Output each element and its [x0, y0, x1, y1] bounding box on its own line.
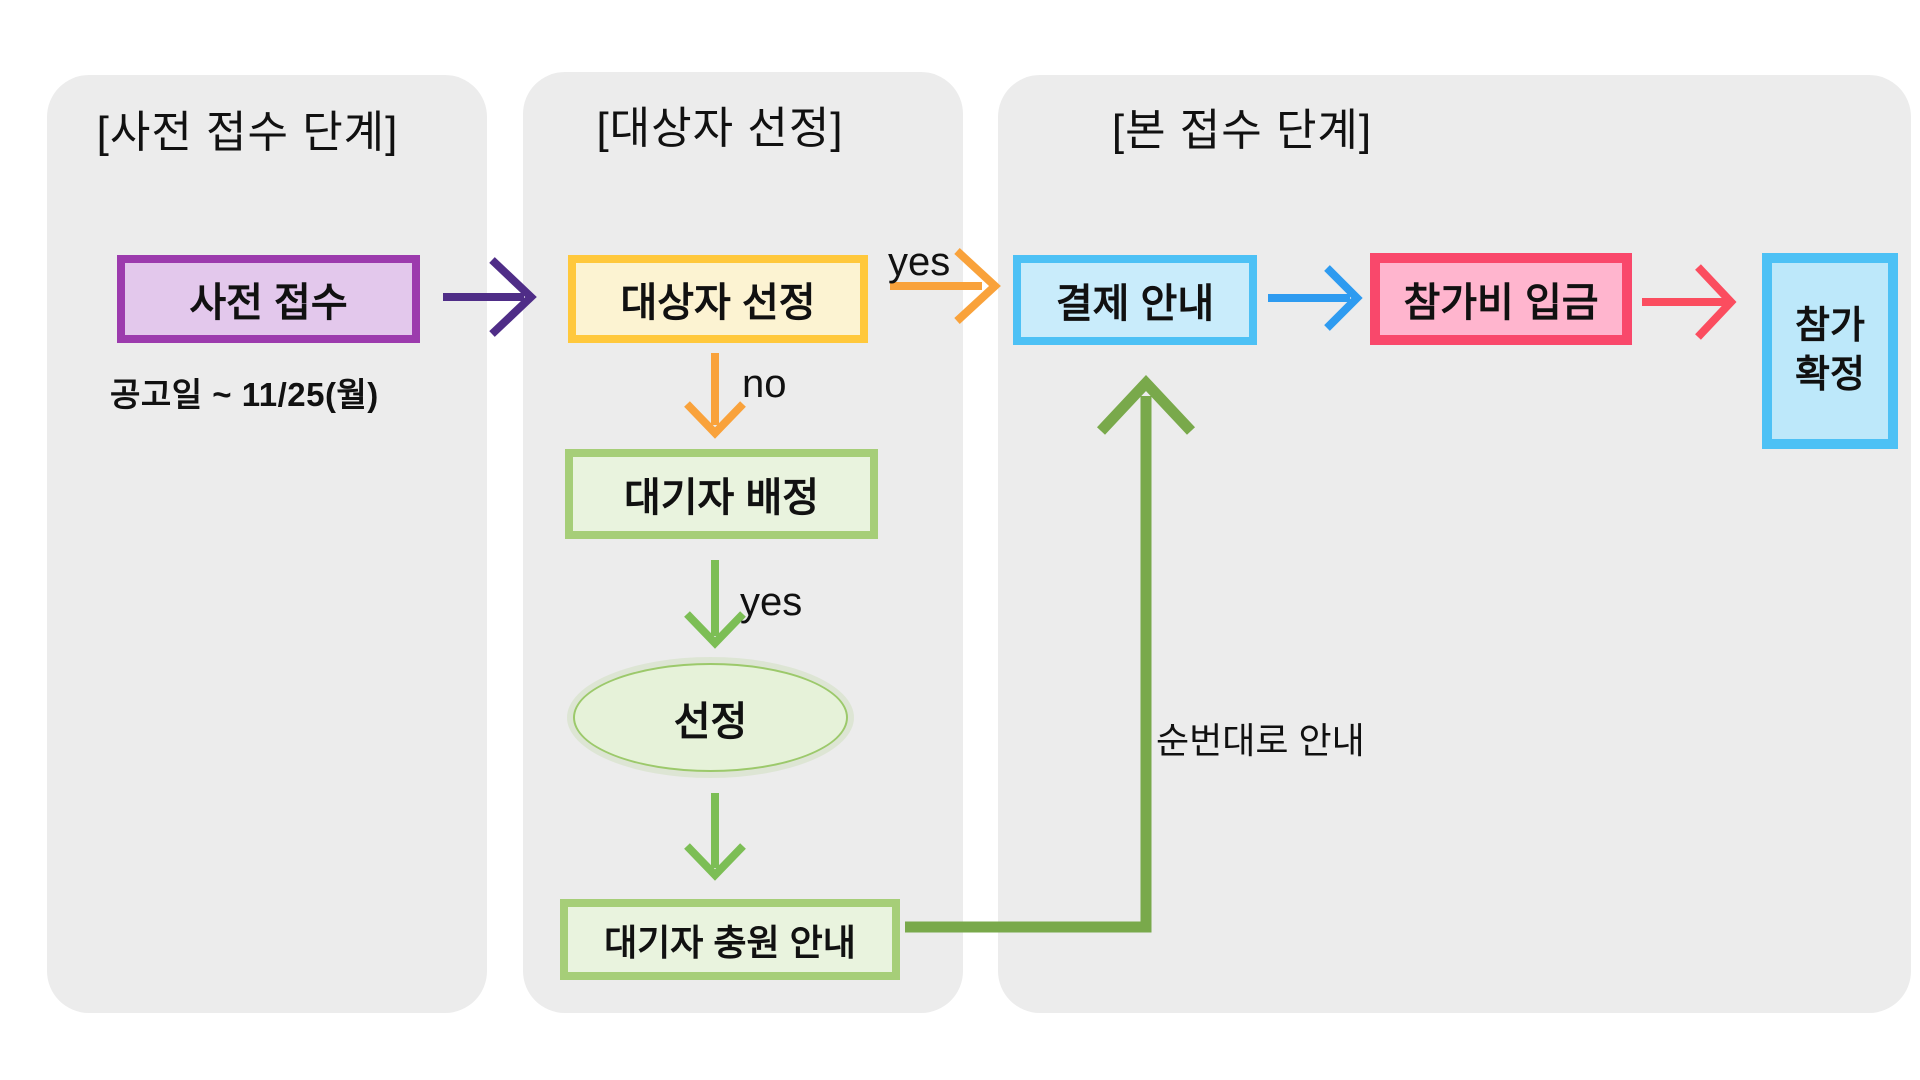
node-pre-apply: 사전 접수 — [117, 255, 420, 343]
node-payment-info: 결제 안내 — [1013, 255, 1257, 345]
node-waitlist-assign: 대기자 배정 — [565, 449, 878, 539]
panel-main-registration — [998, 75, 1911, 1013]
panel-title-target-selection: [대상자 선정] — [596, 104, 844, 153]
panel-pre-registration — [47, 75, 487, 1013]
panel-target-selection — [523, 72, 963, 1013]
node-waitlist-notice: 대기자 충원 안내 — [560, 899, 900, 980]
edge-label-yes-wait: yes — [740, 580, 803, 624]
node-fee-deposit: 참가비 입금 — [1370, 253, 1632, 345]
edge-label-no: no — [742, 362, 787, 406]
pre-apply-period: 공고일 ~ 11/25(월) — [110, 376, 379, 413]
panel-title-main-registration: [본 접수 단계] — [1111, 106, 1373, 155]
edge-label-yes-main: yes — [888, 240, 951, 284]
node-confirm: 참가 확정 — [1762, 253, 1898, 449]
node-selected: 선정 — [573, 663, 848, 772]
edge-label-sequence: 순번대로 안내 — [1156, 720, 1365, 761]
node-target-select: 대상자 선정 — [568, 255, 868, 343]
panel-title-pre-registration: [사전 접수 단계] — [96, 108, 399, 157]
